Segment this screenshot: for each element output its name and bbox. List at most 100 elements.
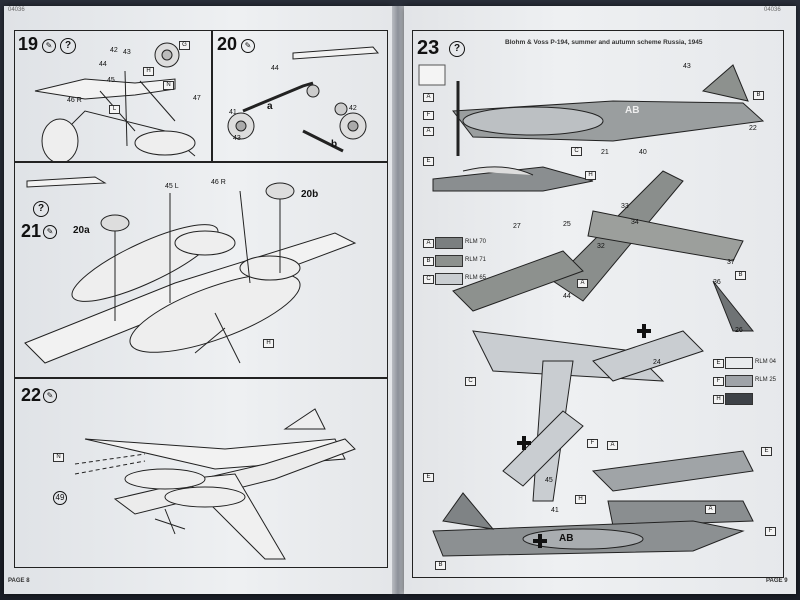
step-21-number: 21 xyxy=(21,221,42,241)
step-22-drawing xyxy=(74,408,356,560)
part-label-42-20: 42 xyxy=(349,105,357,112)
paint-callout-F: F xyxy=(765,527,776,536)
left-page: 04036 PAGE 8 19 ✎ ? 42 43 44 45 46 R xyxy=(4,6,392,594)
paint-callout-A: A xyxy=(423,93,434,102)
part-label-43-20: 43 xyxy=(233,135,241,142)
fuselage-marking-bottom: AB xyxy=(559,533,574,544)
paint-callout-B: B xyxy=(753,91,764,100)
help-icon: ? xyxy=(60,38,76,54)
paint-callout-C: C xyxy=(571,147,582,156)
part-label-41: 41 xyxy=(229,109,237,116)
paint-name: RLM 70 xyxy=(465,239,487,245)
part-label-44-20: 44 xyxy=(271,65,279,72)
paint-callout-F: F xyxy=(423,111,434,120)
step-23-number: 23 xyxy=(417,37,440,59)
left-page-code: 04036 xyxy=(8,7,25,13)
right-page: 04036 PAGE 9 23 ? Blohm & Voss P-194, su… xyxy=(404,6,796,594)
right-page-number: PAGE 9 xyxy=(766,578,788,584)
panel-step-22: 22 ✎ N 49 xyxy=(14,378,388,568)
decal-number-44: 44 xyxy=(563,293,571,300)
decal-number-34: 34 xyxy=(631,219,639,226)
paint-callout-B: B xyxy=(735,271,746,280)
paint-name: RLM 04 xyxy=(755,359,777,365)
paint-callout-H: H xyxy=(263,339,274,348)
decal-number-41: 41 xyxy=(551,507,559,514)
fuselage-marking-top: AB xyxy=(625,105,640,116)
step-20-drawing xyxy=(227,46,380,153)
paint-callout-B: B xyxy=(435,561,446,570)
paint-name: RLM 65 xyxy=(465,275,487,281)
paint-swatch xyxy=(725,393,753,405)
help-icon: ? xyxy=(33,201,49,217)
paint-callout-A: A xyxy=(577,279,588,288)
paint-code: A xyxy=(423,239,434,248)
decal-number-40: 40 xyxy=(639,149,647,156)
panel-step-23: 23 ? Blohm & Voss P-194, summer and autu… xyxy=(412,30,784,578)
help-icon: ? xyxy=(449,41,465,57)
decal-number-43: 43 xyxy=(683,63,691,70)
part-label-43: 43 xyxy=(123,49,131,56)
paint-callout-C: C xyxy=(465,377,476,386)
sub-label-a: a xyxy=(267,101,273,112)
paint-scheme-drawing xyxy=(418,64,765,557)
step-19-number: 19 xyxy=(18,34,39,54)
part-label-45: 45 xyxy=(107,77,115,84)
paint-callout-E: E xyxy=(423,473,434,482)
decal-number-36: 36 xyxy=(713,279,721,286)
part-label-46r-21: 46 R xyxy=(211,179,226,186)
step-21-drawing xyxy=(24,176,357,364)
paint-callout-L: L xyxy=(109,105,120,114)
left-page-number: PAGE 8 xyxy=(8,578,30,584)
decal-number-21: 21 xyxy=(601,149,609,156)
paint-swatch xyxy=(435,273,463,285)
paint-callout-N: N xyxy=(53,453,64,462)
scheme-title: Blohm & Voss P-194, summer and autumn sc… xyxy=(505,39,703,46)
paint-swatch xyxy=(725,375,753,387)
paint-callout-E: E xyxy=(423,157,434,166)
paint-callout-H: H xyxy=(585,171,596,180)
paint-name: RLM 71 xyxy=(465,257,487,263)
panel-step-19: 19 ✎ ? 42 43 44 45 46 R 47 H N G xyxy=(14,30,212,162)
paint-callout-A: A xyxy=(607,441,618,450)
paint-callout-E: E xyxy=(761,447,772,456)
paint-swatch xyxy=(435,237,463,249)
decal-number-26: 26 xyxy=(735,327,743,334)
paint-callout-N: N xyxy=(163,81,174,90)
paint-callout-A: A xyxy=(705,505,716,514)
step-20-number: 20 xyxy=(217,34,238,54)
paint-code: F xyxy=(713,377,724,386)
glue-icon: ✎ xyxy=(241,39,255,53)
part-label-44: 44 xyxy=(99,61,107,68)
decal-number-27: 27 xyxy=(513,223,521,230)
part-label-46r: 46 R xyxy=(67,97,82,104)
paint-code: H xyxy=(713,395,724,404)
glue-icon: ✎ xyxy=(43,225,57,239)
sub-label-20b: 20b xyxy=(301,189,319,200)
sub-label-20a: 20a xyxy=(73,225,90,236)
glue-icon: ✎ xyxy=(43,389,57,403)
book-gutter xyxy=(392,6,404,594)
paint-callout-H: H xyxy=(575,495,586,504)
decal-number-24: 24 xyxy=(653,359,661,366)
paint-callout-A: A xyxy=(423,127,434,136)
glue-icon: ✎ xyxy=(42,39,56,53)
paint-callout-H: H xyxy=(143,67,154,76)
decal-number-32: 32 xyxy=(597,243,605,250)
right-page-code: 04036 xyxy=(764,7,781,13)
paint-swatch xyxy=(435,255,463,267)
paint-callout-F: F xyxy=(587,439,598,448)
decal-number-33: 33 xyxy=(621,203,629,210)
part-label-45l: 45 L xyxy=(165,183,179,190)
paint-code: B xyxy=(423,257,434,266)
paint-swatch xyxy=(725,357,753,369)
part-label-47: 47 xyxy=(193,95,201,102)
sub-label-b: b xyxy=(331,139,338,150)
decal-number-37: 37 xyxy=(727,259,735,266)
part-label-49: 49 xyxy=(53,491,67,505)
panel-step-20: 20 ✎ 44 41 42 43 a b xyxy=(212,30,388,162)
panel-step-21: ? 21 ✎ 45 L 46 R 20a 20b xyxy=(14,162,388,378)
step-22-number: 22 xyxy=(21,385,42,405)
paint-name: RLM 25 xyxy=(755,377,777,383)
part-label-42: 42 xyxy=(110,47,118,54)
paint-callout-G: G xyxy=(179,41,190,50)
